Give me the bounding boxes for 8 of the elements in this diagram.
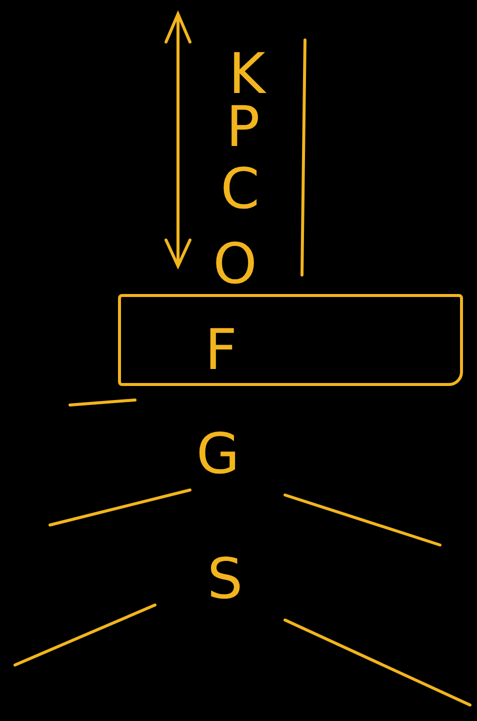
letter-label: S <box>207 552 243 608</box>
letter-label: C <box>220 162 260 218</box>
letter-label: G <box>196 427 240 483</box>
letter-label: O <box>212 237 258 293</box>
outlined-box <box>118 294 463 386</box>
letter-label: F <box>204 323 238 379</box>
letter-label: P <box>226 100 260 156</box>
letter-label: K <box>228 47 266 103</box>
